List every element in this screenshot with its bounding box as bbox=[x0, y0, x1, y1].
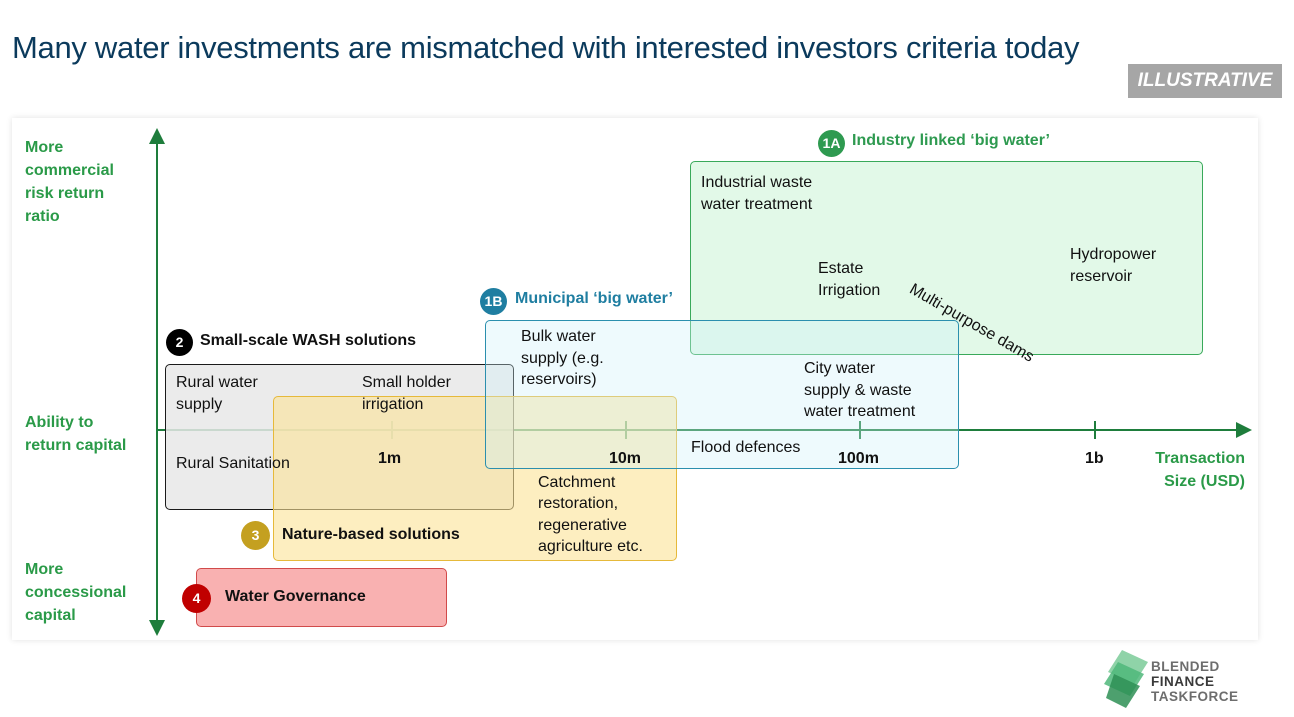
item-flood-defences: Flood defences bbox=[691, 439, 801, 456]
heading-3: Nature-based solutions bbox=[282, 526, 460, 543]
badge-4: 4 bbox=[182, 584, 211, 613]
tick-label-10m: 10m bbox=[609, 450, 642, 467]
heading-2: Small-scale WASH solutions bbox=[200, 332, 417, 349]
tick-label-100m: 100m bbox=[838, 450, 879, 467]
badge-2: 2 bbox=[166, 329, 193, 356]
badge-1b: 1B bbox=[480, 288, 507, 315]
blended-finance-logo-icon bbox=[1104, 650, 1148, 708]
illustrative-tag: ILLUSTRATIVE bbox=[1128, 64, 1282, 98]
box-1a-industry bbox=[690, 161, 1203, 355]
badge-1a: 1A bbox=[818, 130, 845, 157]
box-4-governance bbox=[196, 568, 447, 627]
box-1b-municipal bbox=[485, 320, 959, 469]
heading-1b: Municipal ‘big water’ bbox=[515, 290, 673, 307]
box-3-nature bbox=[273, 396, 677, 561]
tick-label-1b: 1b bbox=[1085, 450, 1104, 467]
page-title: Many water investments are mismatched wi… bbox=[12, 30, 1080, 65]
heading-4: Water Governance bbox=[225, 588, 366, 605]
heading-1a: Industry linked ‘big water’ bbox=[852, 132, 1050, 149]
badge-3: 3 bbox=[241, 521, 270, 550]
item-rural-sanitation: Rural Sanitation bbox=[176, 455, 290, 472]
tick-label-1m: 1m bbox=[378, 450, 402, 467]
